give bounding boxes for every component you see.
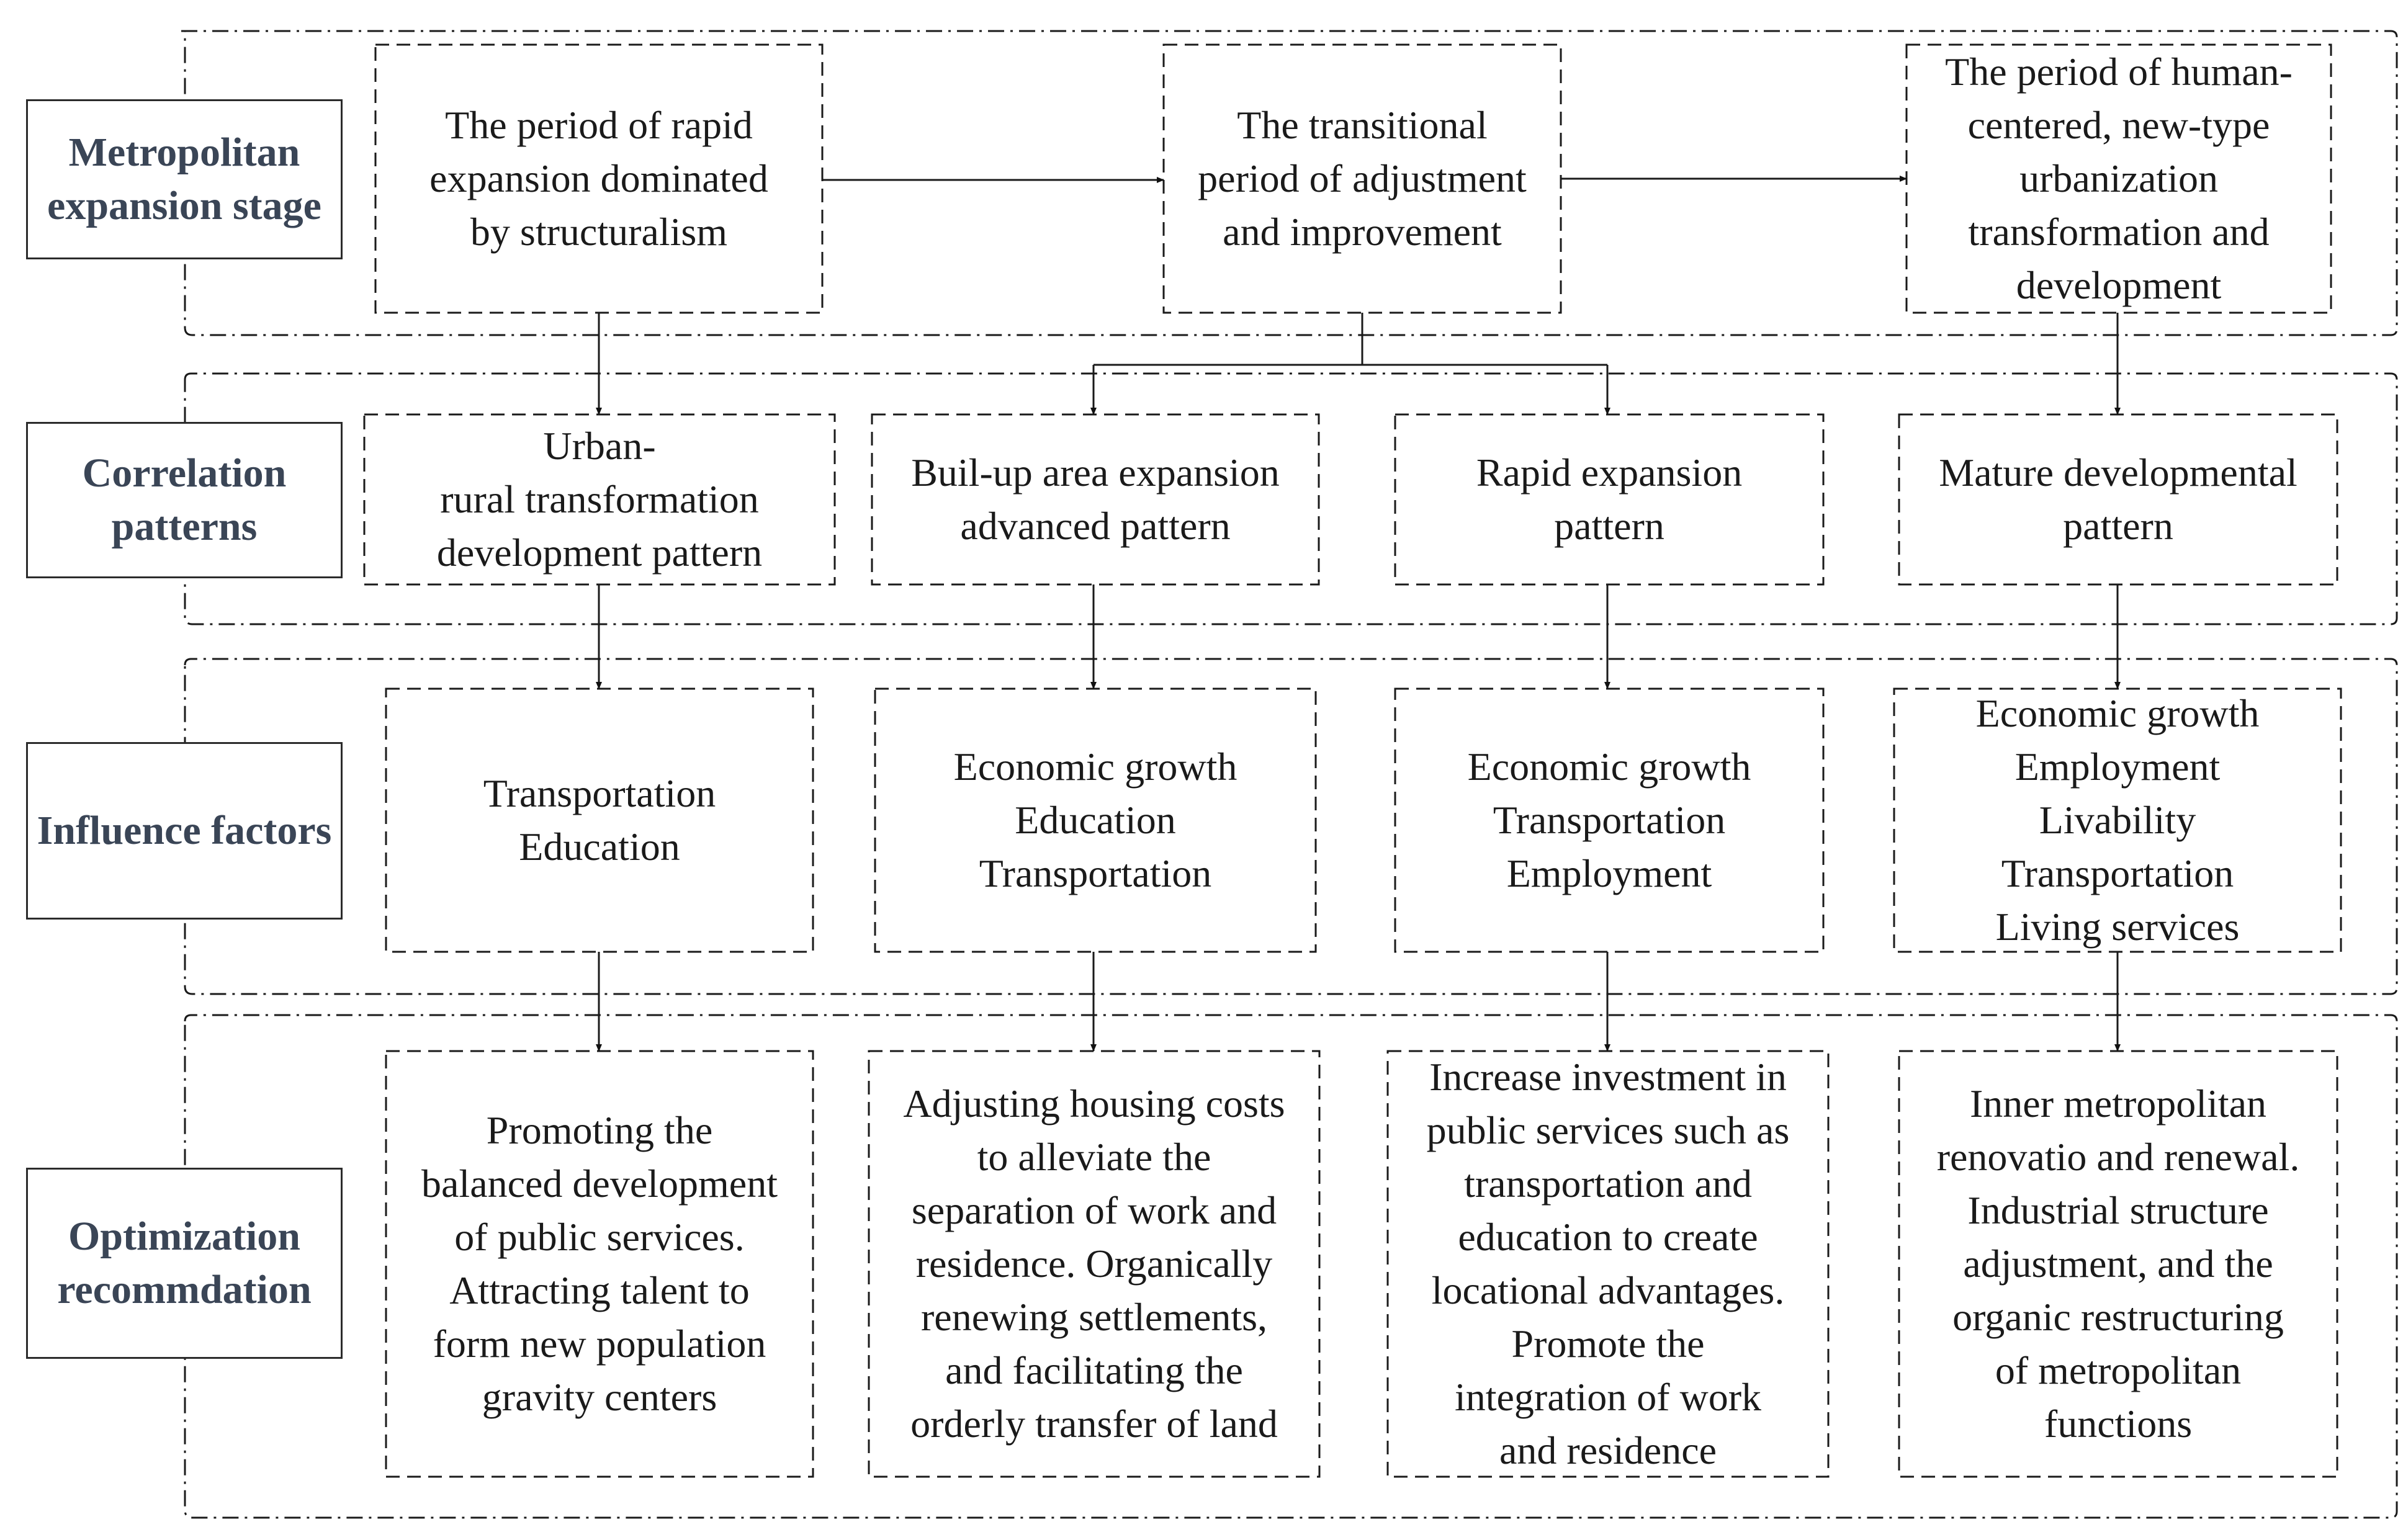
node-text-line: Economic growth xyxy=(1467,745,1751,789)
node-text-line: renewing settlements, xyxy=(920,1295,1268,1339)
node-text-line: and improvement xyxy=(1223,210,1502,254)
stage-label-optimization-recommendation: Optimization recommdation xyxy=(26,1168,343,1359)
node-text-line: The transitional xyxy=(1237,103,1488,147)
node-text-line: functions xyxy=(2044,1402,2193,1446)
node-text-line: advanced pattern xyxy=(960,504,1231,548)
node-recommendation-public-services: Promoting the balanced development of pu… xyxy=(386,1051,813,1477)
node-text-line: public services such as xyxy=(1426,1108,1790,1152)
node-recommendation-housing-costs: Adjusting housing costs to alleviate the… xyxy=(869,1051,1319,1477)
stage-label-correlation-patterns: Correlation patterns xyxy=(26,422,343,578)
node-mature-pattern: Mature developmental pattern xyxy=(1899,414,2337,584)
node-text-line: Mature developmental xyxy=(1939,450,2297,495)
node-text-line: period of adjustment xyxy=(1198,156,1527,200)
stage-label-metropolitan-expansion-stage: Metropolitan expansion stage xyxy=(26,99,343,259)
node-text-line: transportation and xyxy=(1464,1162,1752,1206)
node-text-line: The period of rapid xyxy=(445,103,753,147)
node-text-line: Economic growth xyxy=(1975,691,2260,735)
node-factors-economic-transportation-employment: Economic growth Transportation Employmen… xyxy=(1395,689,1823,952)
stage-label-line: expansion xyxy=(47,183,223,228)
node-rapid-expansion-structuralism: The period of rapid expansion dominated … xyxy=(375,45,822,313)
node-text-line: urbanization xyxy=(2019,156,2218,200)
node-text-line: pattern xyxy=(2063,504,2173,548)
node-text-line: Promoting the xyxy=(486,1108,713,1152)
node-text-line: of metropolitan xyxy=(1995,1348,2242,1392)
stage-label-line: factors xyxy=(211,808,332,853)
node-urban-rural-pattern: Urban- rural transformation development … xyxy=(364,414,835,584)
stage-panel-3 xyxy=(184,658,2398,995)
node-text-line: Transportation xyxy=(979,851,1212,895)
node-text-line: organic restructuring xyxy=(1952,1295,2284,1339)
node-text-line: and facilitating the xyxy=(945,1348,1243,1392)
stage-label-line: Optimization xyxy=(68,1214,300,1259)
node-text-line: education to create xyxy=(1458,1215,1758,1259)
node-text-line: adjustment, and the xyxy=(1963,1242,2273,1286)
node-factors-five: Economic growth Employment Livability Tr… xyxy=(1894,689,2341,952)
node-factors-transportation-education: Transportation Education xyxy=(386,689,813,952)
node-human-centered-urbanization: The period of human- centered, new-type … xyxy=(1907,45,2331,313)
node-text-line: gravity centers xyxy=(482,1375,717,1419)
node-text-line: Transportation xyxy=(1493,798,1726,842)
node-text-line: development xyxy=(2016,263,2222,307)
node-text-line: and residence xyxy=(1499,1428,1717,1472)
node-text-line: Transportation xyxy=(483,771,716,815)
node-text-line: balanced development xyxy=(421,1162,778,1206)
node-text-line: integration of work xyxy=(1454,1375,1762,1419)
stage-label-line: Correlation xyxy=(82,450,287,496)
node-text-line: Education xyxy=(519,825,680,869)
node-text-line: form new population xyxy=(433,1322,766,1366)
stage-label-line: recommdation xyxy=(57,1267,312,1312)
node-text-line: Employment xyxy=(2014,745,2221,789)
node-transitional-period: The transitional period of adjustment an… xyxy=(1164,45,1561,313)
node-text-line: Increase investment in xyxy=(1429,1055,1787,1099)
node-text-line: rural transformation xyxy=(440,477,759,521)
node-text-line: Living services xyxy=(1995,905,2240,949)
stage-panel-1 xyxy=(181,30,2398,336)
node-text-line: The period of human- xyxy=(1945,50,2293,94)
node-text-line: Education xyxy=(1015,798,1176,842)
node-text-line: Adjusting housing costs xyxy=(903,1081,1285,1126)
node-built-up-area-pattern: Buil-up area expansion advanced pattern xyxy=(872,414,1319,584)
stage-label-line: Influence xyxy=(37,808,201,853)
stage-label-line: stage xyxy=(232,183,321,228)
stage-label-influence-factors: Influence factors xyxy=(26,742,343,920)
node-text-line: Industrial structure xyxy=(1967,1188,2269,1232)
branch-s1n2-to-s2 xyxy=(1094,313,1607,366)
node-text-line: pattern xyxy=(1554,504,1664,548)
stage-label-line: Metropolitan xyxy=(68,130,300,175)
node-text-line: by structuralism xyxy=(470,210,728,254)
node-text-line: centered, new-type xyxy=(1967,103,2270,147)
node-text-line: Rapid expansion xyxy=(1476,450,1743,495)
node-text-line: Buil-up area expansion xyxy=(911,450,1280,495)
stage-panel-4 xyxy=(184,1014,2398,1519)
node-text-line: of public services. xyxy=(454,1215,745,1259)
node-text-line: Inner metropolitan xyxy=(1969,1081,2267,1126)
node-text-line: development pattern xyxy=(436,530,763,575)
node-text-line: transformation and xyxy=(1968,210,2270,254)
node-rapid-expansion-pattern: Rapid expansion pattern xyxy=(1395,414,1823,584)
node-text-line: Livability xyxy=(2039,798,2196,842)
node-box-s4-n2 xyxy=(868,1050,1321,1478)
node-text-line: residence. Organically xyxy=(915,1242,1273,1286)
node-text-line: Transportation xyxy=(2001,851,2234,895)
stage-label-line: patterns xyxy=(111,504,258,549)
node-recommendation-renewal: Inner metropolitan renovatio and renewal… xyxy=(1899,1051,2337,1477)
node-text-line: Economic growth xyxy=(953,745,1237,789)
node-text-line: Promote the xyxy=(1511,1322,1705,1366)
node-text-line: locational advantages. xyxy=(1431,1268,1785,1312)
node-text-line: separation of work and xyxy=(911,1188,1277,1232)
node-text-line: renovatio and renewal. xyxy=(1936,1135,2300,1179)
node-text-line: to alleviate the xyxy=(977,1135,1211,1179)
node-text-line: Attracting talent to xyxy=(449,1268,750,1312)
node-text-line: Urban- xyxy=(543,424,656,468)
node-recommendation-investment: Increase investment in public services s… xyxy=(1388,1051,1828,1477)
stage-panel-2 xyxy=(184,372,2398,625)
node-text-line: Employment xyxy=(1506,851,1712,895)
node-factors-economic-education-transportation: Economic growth Education Transportation xyxy=(875,689,1316,952)
node-text-line: expansion dominated xyxy=(429,156,768,200)
node-text-line: orderly transfer of land xyxy=(910,1402,1278,1446)
